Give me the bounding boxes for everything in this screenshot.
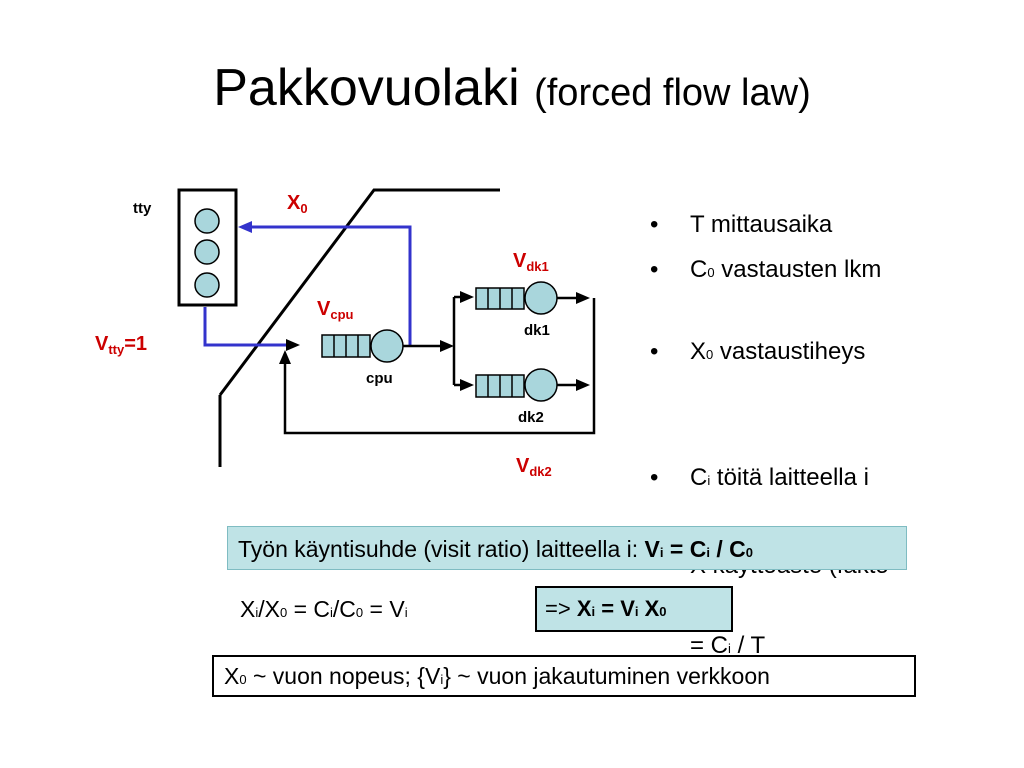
page-title: Pakkovuolaki (forced flow law) [0, 58, 1024, 123]
tty-label: tty [133, 200, 152, 217]
vtty-label: Vtty=1 [95, 333, 148, 357]
cpu-arrow [286, 339, 300, 351]
system-boundary [218, 188, 500, 396]
cpu-label: cpu [366, 370, 393, 387]
dk1-server [524, 281, 558, 315]
visit-ratio-box: Työn käyntisuhde (visit ratio) laitteell… [227, 526, 907, 570]
cpu-server [370, 329, 404, 363]
feedback-arrow [279, 350, 291, 364]
vdk2-label: Vdk2 [516, 455, 552, 479]
flow-out-line [203, 307, 290, 347]
vdk1-label: Vdk1 [513, 250, 549, 274]
terminal-3 [194, 272, 220, 298]
dk1-label: dk1 [524, 322, 550, 339]
dk2-server [524, 368, 558, 402]
forced-flow-result-box: => Xi = Vi X0 [535, 586, 733, 632]
title-paren: (forced flow law) [534, 72, 811, 114]
dk2-label: dk2 [518, 409, 544, 426]
terminal-box [177, 188, 238, 307]
flow-note-box: X0 ~ vuon nopeus; {Vi} ~ vuon jakautumin… [212, 655, 916, 697]
x0-label: X0 [287, 192, 308, 216]
title-main: Pakkovuolaki [213, 59, 520, 117]
partially-hidden-text-2: = Ci / T [690, 632, 766, 659]
flow-return-arrow [238, 221, 252, 233]
vcpu-label: Vcpu [317, 298, 354, 322]
flow-equation: Xi/X0 = Ci/C0 = Vi [240, 596, 408, 622]
terminal-2 [194, 239, 220, 265]
feedback-loop [283, 298, 596, 435]
terminal-1 [194, 208, 220, 234]
flow-return-line [250, 225, 412, 345]
